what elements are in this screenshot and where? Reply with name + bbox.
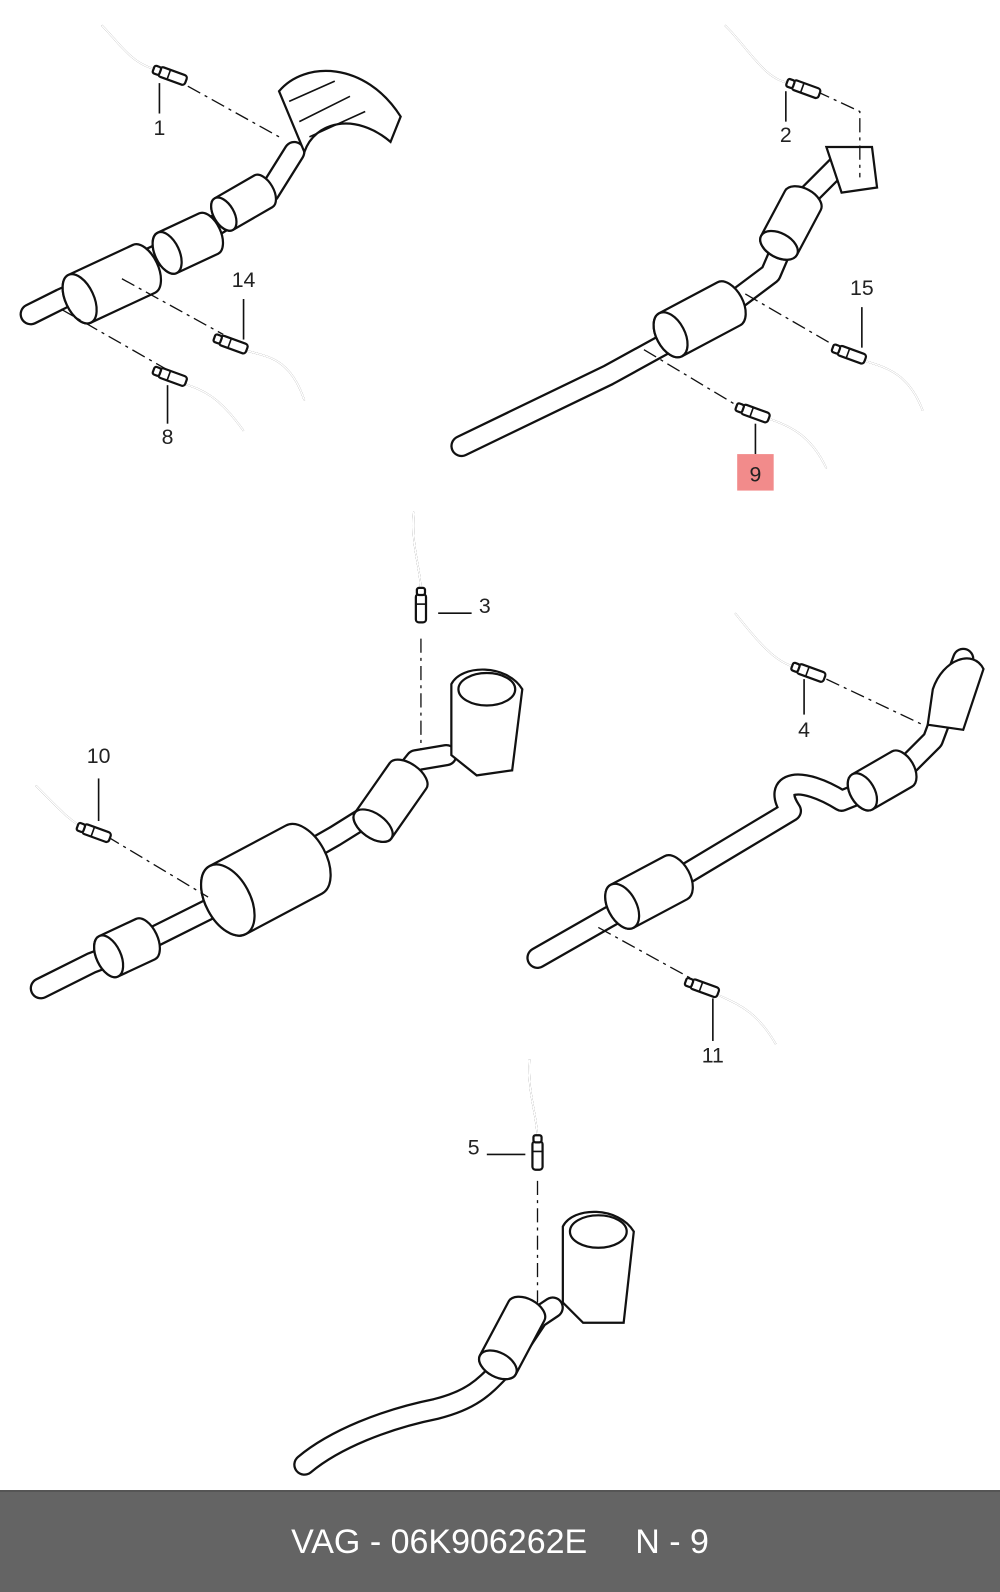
callout-8: 8 [162, 425, 174, 449]
leader-line [815, 90, 861, 178]
callout-4: 4 [798, 718, 810, 742]
muffler [199, 822, 332, 937]
oxygen-sensor [35, 784, 112, 844]
oxygen-sensors [35, 24, 924, 1171]
callout-14: 14 [232, 268, 256, 292]
position-reference: N - 9 [635, 1522, 709, 1561]
callout-5: 5 [468, 1135, 480, 1159]
oxygen-sensor [412, 511, 428, 624]
callout-15: 15 [850, 276, 874, 300]
catalytic-converter [61, 243, 163, 325]
oxygen-sensor [734, 402, 828, 469]
exhaust-manifold [277, 69, 402, 156]
leader-line [60, 308, 168, 371]
leader-line [598, 926, 700, 984]
leader-line [744, 293, 842, 351]
oxygen-sensor [724, 24, 822, 100]
oxygen-sensor [101, 24, 188, 86]
highlight-box [737, 454, 774, 491]
oxygen-sensor [528, 1059, 544, 1171]
callout-9: 9 [750, 462, 762, 486]
flex-pipe [210, 173, 278, 232]
leader-line [121, 278, 224, 336]
catalytic-converter [604, 854, 694, 930]
exhaust-oxygen-sensor-diagram: 1 2 14 15 8 9 3 10 4 11 5 [19, 24, 985, 1476]
callout-2: 2 [780, 123, 792, 147]
exhaust-systems [19, 69, 985, 1476]
flex-pipe [352, 758, 429, 843]
callout-11: 11 [702, 1043, 724, 1067]
catalytic-converter [652, 280, 747, 359]
oxygen-sensor [151, 365, 245, 432]
flex-pipe [477, 1295, 547, 1381]
oxygen-sensor [683, 976, 777, 1045]
oxygen-sensor [212, 333, 306, 401]
exhaust-flange [824, 145, 879, 194]
oxygen-sensor [734, 612, 827, 683]
callout-1: 1 [154, 116, 166, 140]
leader-line [826, 678, 923, 726]
callout-labels: 1 2 14 15 8 9 3 10 4 11 5 [87, 83, 874, 1159]
flex-pipe [759, 185, 823, 261]
leader-line [643, 349, 746, 412]
oxygen-sensor [830, 343, 924, 411]
flex-pipe [846, 749, 918, 812]
pre-muffler [151, 211, 225, 275]
part-reference: VAG - 06K906262E [291, 1522, 588, 1561]
callout-3: 3 [479, 594, 491, 618]
callout-10: 10 [87, 744, 111, 768]
catalytic-converter [93, 917, 161, 979]
exhaust-system-d [526, 647, 975, 970]
footer-bar: VAG - 06K906262E N - 9 [0, 1490, 1000, 1592]
leader-line [187, 85, 280, 138]
leader-line [106, 835, 209, 898]
catalytic-converter-manifold [926, 657, 985, 732]
